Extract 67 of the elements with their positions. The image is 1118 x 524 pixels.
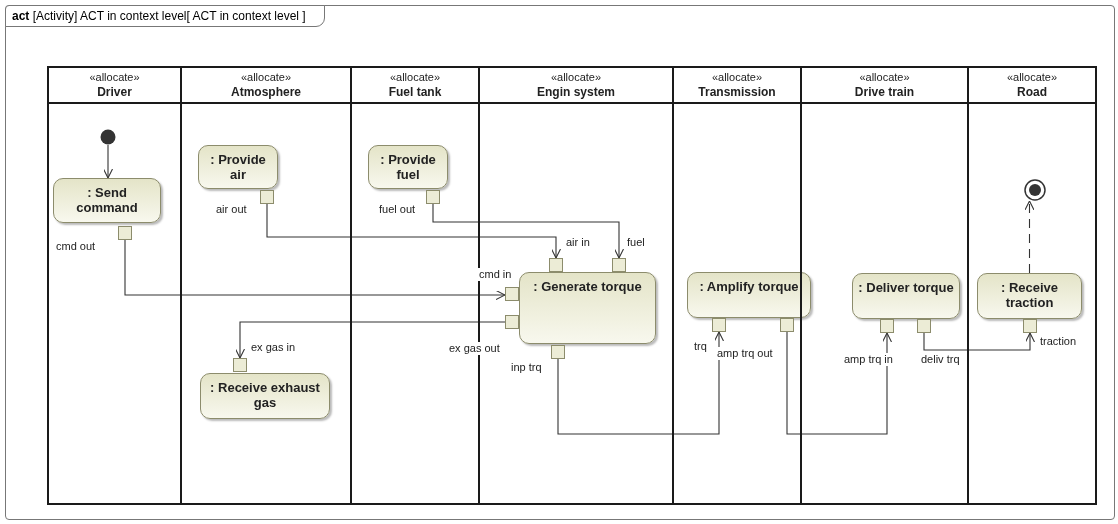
arrow <box>432 203 625 259</box>
pin-label: ex gas out <box>448 342 501 355</box>
arrow <box>234 321 506 359</box>
pin-box <box>551 345 565 359</box>
pin-box <box>712 318 726 332</box>
action-box: : Provide air <box>198 145 278 189</box>
action-box: : Amplify torque <box>687 272 811 318</box>
arrow <box>102 144 114 179</box>
pin-label: amp trq in <box>843 353 894 366</box>
stereotype-label: «allocate» <box>1005 71 1059 83</box>
action-box: : Deliver torque <box>852 273 960 319</box>
arrow <box>124 239 506 301</box>
action-box: : Provide fuel <box>368 145 448 189</box>
pin-box <box>260 190 274 204</box>
arrow <box>786 331 893 435</box>
stereotype-label: «allocate» <box>239 71 293 83</box>
pin-box <box>426 190 440 204</box>
initial-node <box>100 129 116 145</box>
pin-label: traction <box>1039 335 1078 348</box>
arrow <box>266 203 562 259</box>
pin-label: trq <box>693 340 708 353</box>
action-box: : Receive traction <box>977 273 1082 319</box>
pin-label: cmd in <box>478 268 513 281</box>
swimlane <box>800 66 969 505</box>
pin-box <box>233 358 247 372</box>
action-box: : Send command <box>53 178 161 223</box>
action-box: : Receive exhaust gas <box>200 373 330 419</box>
pin-label: deliv trq <box>920 353 961 366</box>
swimlane <box>180 66 352 505</box>
pin-box <box>118 226 132 240</box>
pin-box <box>780 318 794 332</box>
pin-box <box>549 258 563 272</box>
pin-label: cmd out <box>55 240 97 253</box>
final-node <box>1024 179 1046 201</box>
lane-title: Transmission <box>697 85 777 99</box>
pin-box <box>505 315 519 329</box>
arrow <box>557 331 725 435</box>
pin-label: air out <box>215 203 248 216</box>
pin-box <box>612 258 626 272</box>
stereotype-label: «allocate» <box>710 71 764 83</box>
pin-label: amp trq out <box>716 347 774 360</box>
lane-title: Drive train <box>853 85 916 99</box>
lane-title: Driver <box>96 85 133 99</box>
stereotype-label: «allocate» <box>88 71 141 83</box>
pin-box <box>1023 319 1037 333</box>
pin-label: inp trq <box>510 361 543 374</box>
lane-title: Road <box>1016 85 1048 99</box>
action-box: : Generate torque <box>519 272 656 344</box>
swimlane <box>967 66 1097 505</box>
stereotype-label: «allocate» <box>388 71 442 83</box>
pin-label: fuel out <box>378 203 417 216</box>
pin-box <box>917 319 931 333</box>
arrow <box>923 332 1036 351</box>
stereotype-label: «allocate» <box>549 71 603 83</box>
swimlane <box>47 66 182 505</box>
pin-label: ex gas in <box>250 341 297 354</box>
lane-title: Engin system <box>536 85 616 99</box>
pin-label: air in <box>565 236 591 249</box>
lane-title: Fuel tank <box>387 85 443 99</box>
pin-label: fuel <box>626 236 646 249</box>
swimlane <box>350 66 480 505</box>
pin-box <box>505 287 519 301</box>
lane-title: Atmosphere <box>230 85 302 99</box>
frame-title: act [Activity] ACT in context level[ ACT in context level ] <box>5 5 325 27</box>
stereotype-label: «allocate» <box>858 71 911 83</box>
pin-box <box>880 319 894 333</box>
arrow <box>1024 200 1035 274</box>
